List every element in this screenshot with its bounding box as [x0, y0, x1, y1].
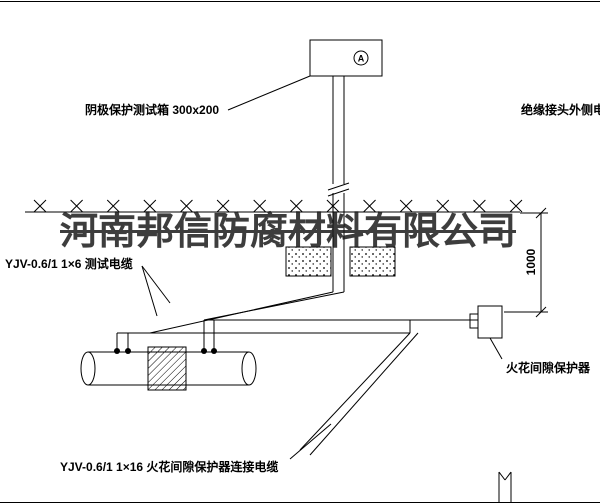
spark-gap-label: 火花间隙保护器 [506, 361, 591, 375]
test-cable-label: YJV-0.6/1 1×6 测试电缆 [5, 257, 133, 271]
test-box [309, 39, 383, 77]
ground-hatch-marks [33, 199, 523, 213]
cable-connection-dots [114, 348, 217, 354]
bottom-cable-leader-line [289, 423, 332, 460]
test-cables [116, 291, 478, 351]
spark-gap-connection-cables [299, 320, 419, 456]
outer-cable-label: 绝缘接头外侧电缆 [521, 103, 600, 117]
ammeter-symbol: A [358, 54, 365, 64]
insulating-joint [147, 346, 187, 391]
company-watermark: 河南邦信防腐材料有限公司 [60, 208, 517, 253]
spark-gap-protector [469, 305, 503, 360]
test-cable-leader-lines [141, 265, 171, 317]
dimension-lines [504, 207, 548, 318]
concrete-blocks [285, 246, 396, 277]
test-box-leader-line [227, 75, 311, 111]
riser-conduit [327, 76, 350, 292]
pipe-stub-symbol [498, 471, 512, 503]
bottom-cable-label: YJV-0.6/1 1×16 火花间隙保护器连接电缆 [60, 460, 279, 474]
test-box-label: 阴极保护测试箱 300x200 [85, 103, 220, 117]
